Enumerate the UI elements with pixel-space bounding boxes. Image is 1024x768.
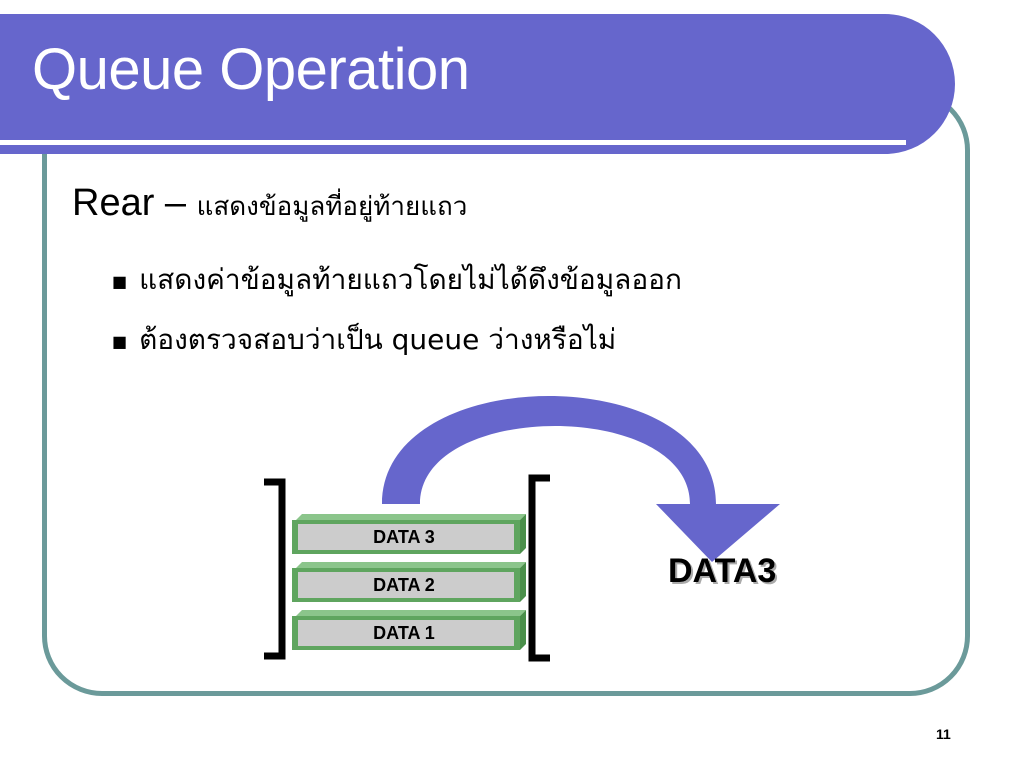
left-bracket-icon <box>264 478 286 660</box>
bullet-square-icon: ■ <box>112 331 128 351</box>
bullet-square-icon: ■ <box>112 271 128 291</box>
bullet-item: ■ ต้องตรวจสอบว่าเป็น queue ว่างหรือไม่ <box>112 318 616 362</box>
heading-description: แสดงข้อมูลที่อยู่ท้ายแถว <box>196 192 468 222</box>
right-bracket-icon <box>528 474 550 662</box>
stack-item-label: DATA 2 <box>373 575 435 595</box>
bullet-text: แสดงค่าข้อมูลท้ายแถวโดยไม่ได้ดึงข้อมูลออ… <box>139 263 682 296</box>
stack-box: DATA 2 <box>292 562 526 602</box>
section-heading: Rear – แสดงข้อมูลที่อยู่ท้ายแถว <box>72 180 467 227</box>
stack-box: DATA 1 <box>292 610 526 650</box>
stack-box: DATA 3 <box>292 514 526 554</box>
bullet-item: ■ แสดงค่าข้อมูลท้ายแถวโดยไม่ได้ดึงข้อมูลอ… <box>112 258 682 302</box>
heading-term: Rear – <box>72 182 197 224</box>
output-value-label: DATA3 <box>668 552 777 590</box>
page-number: 11 <box>936 726 951 742</box>
page-title: Queue Operation <box>32 37 470 102</box>
title-bar <box>0 14 955 154</box>
bullet-text: ต้องตรวจสอบว่าเป็น queue ว่างหรือไม่ <box>139 323 617 356</box>
curved-arrow-icon <box>382 396 780 562</box>
stack-item-label: DATA 3 <box>373 527 435 547</box>
title-underline <box>0 140 906 145</box>
stack-item-label: DATA 1 <box>373 623 435 643</box>
